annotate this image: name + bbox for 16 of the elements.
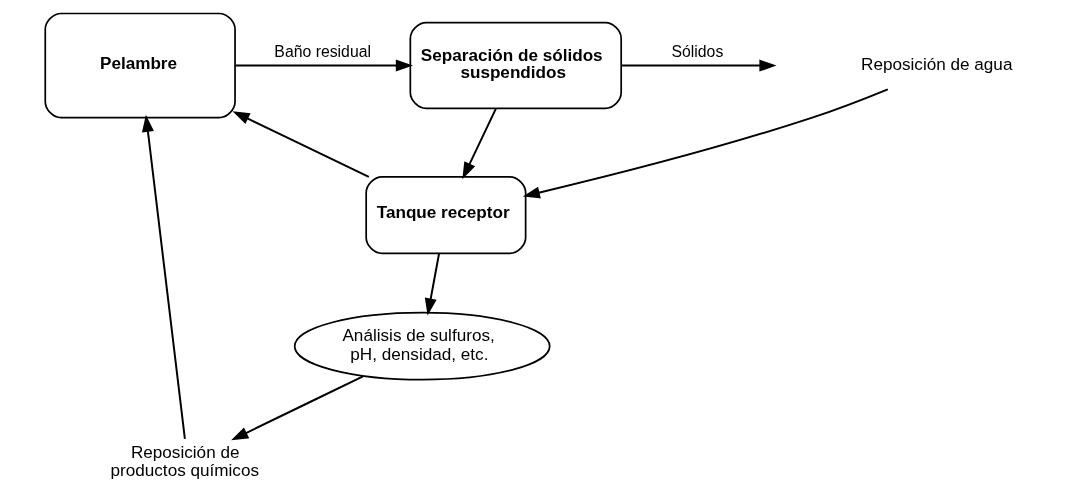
node-text: Reposición de agua xyxy=(861,54,1013,75)
arrow xyxy=(424,252,441,316)
node-ellipse: Análisis de sulfuros, pH, densidad, etc. xyxy=(293,311,551,381)
arrow xyxy=(234,59,413,72)
arrow xyxy=(142,114,186,440)
edge-label: Sólidos xyxy=(671,43,724,61)
edge-label: Baño residual xyxy=(274,43,371,61)
arrow xyxy=(232,111,370,178)
arrow xyxy=(620,59,777,72)
node-box: Separación de sólidos suspendidos xyxy=(409,21,623,110)
node-box: Tanque receptor xyxy=(365,176,527,255)
node-box: Pelambre xyxy=(44,12,236,119)
node-text: Reposición de productos químicos xyxy=(110,442,260,481)
arrow xyxy=(462,107,497,180)
arrow xyxy=(522,88,889,199)
arrow xyxy=(231,375,364,441)
